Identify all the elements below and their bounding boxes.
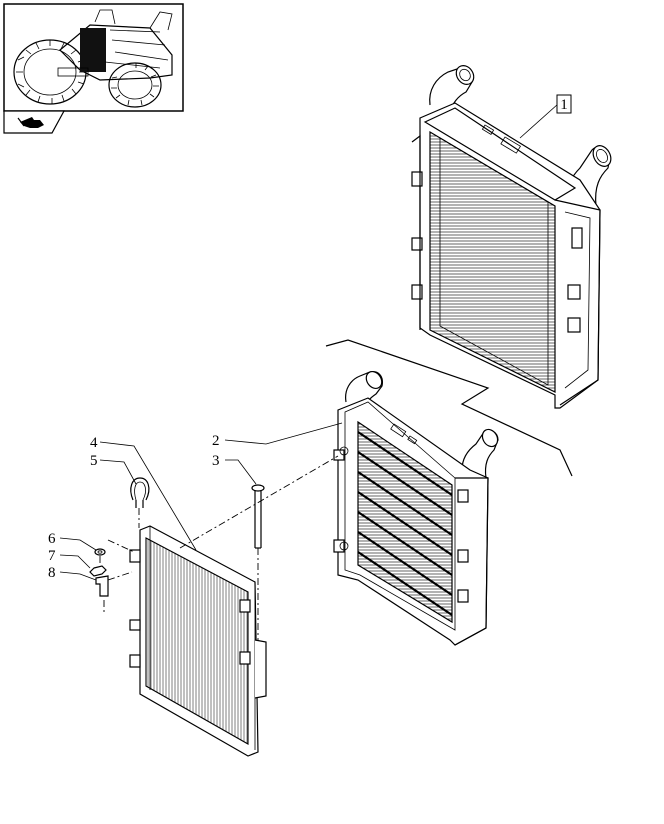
washer	[94, 548, 106, 556]
arrow-right-icon	[17, 117, 44, 128]
callout-3[interactable]: 3	[212, 453, 220, 469]
leader-line-3	[225, 459, 257, 485]
tractor-thumbnail-icon	[3, 3, 184, 112]
callout-2[interactable]: 2	[212, 433, 220, 449]
callout-7[interactable]: 7	[48, 548, 56, 564]
assembly-line	[179, 455, 339, 549]
leader-line-2	[224, 422, 343, 445]
callout-4[interactable]: 4	[90, 435, 98, 451]
assembly-line	[107, 571, 133, 581]
leader-line-1	[519, 103, 559, 139]
nut	[89, 565, 107, 577]
nav-tab[interactable]	[3, 110, 66, 134]
leader-line-5	[99, 459, 137, 485]
leader-line-8	[59, 571, 97, 581]
condenser	[129, 525, 267, 757]
leader-line-4	[99, 441, 197, 551]
leader-line-7	[59, 554, 91, 569]
callout-8[interactable]: 8	[48, 565, 56, 581]
intercooler-core	[333, 371, 499, 646]
hook-clip	[130, 477, 150, 508]
callout-5[interactable]: 5	[90, 453, 98, 469]
assembly-relation-line	[325, 339, 573, 477]
assembly-line	[107, 539, 135, 553]
mounting-rod	[251, 484, 265, 549]
callout-6[interactable]: 6	[48, 531, 56, 547]
intercooler-assembly-top	[411, 65, 612, 409]
callout-number: 1	[560, 97, 568, 113]
leader-line-6	[59, 537, 97, 551]
mounting-bracket	[95, 575, 109, 597]
callout-1[interactable]: 1	[556, 94, 572, 114]
